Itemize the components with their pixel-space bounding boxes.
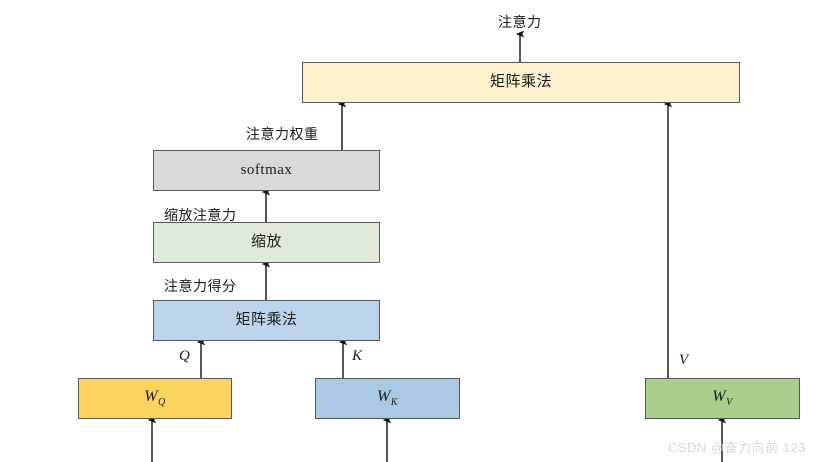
node-wq-label: WQ xyxy=(144,387,166,409)
node-matmul-top[interactable]: 矩阵乘法 xyxy=(302,62,740,103)
csdn-watermark: CSDN @奋力向前 123 xyxy=(668,440,806,455)
node-wk-label: WK xyxy=(377,387,398,409)
node-wk[interactable]: WK xyxy=(315,378,460,419)
node-matmul-top-label: 矩阵乘法 xyxy=(489,74,552,90)
edge-label-q: Q xyxy=(179,348,190,364)
node-wv[interactable]: WV xyxy=(645,378,800,419)
edge-label-scaled-attention: 缩放注意力 xyxy=(164,209,237,224)
node-softmax-label: softmax xyxy=(240,162,293,178)
edge-label-attention-weight: 注意力权重 xyxy=(246,128,319,143)
node-wv-label: WV xyxy=(712,387,733,409)
node-scale-label: 缩放 xyxy=(250,234,282,250)
edge-label-k: K xyxy=(352,348,363,364)
edge-label-v: V xyxy=(679,352,689,368)
node-softmax[interactable]: softmax xyxy=(153,150,380,191)
edge-label-attention-score: 注意力得分 xyxy=(164,280,237,295)
node-wq[interactable]: WQ xyxy=(78,378,232,419)
node-scale[interactable]: 缩放 xyxy=(153,222,380,263)
node-matmul-qk-label: 矩阵乘法 xyxy=(235,312,298,328)
edge-label-attention-output: 注意力 xyxy=(498,16,542,31)
node-matmul-qk[interactable]: 矩阵乘法 xyxy=(153,300,380,341)
